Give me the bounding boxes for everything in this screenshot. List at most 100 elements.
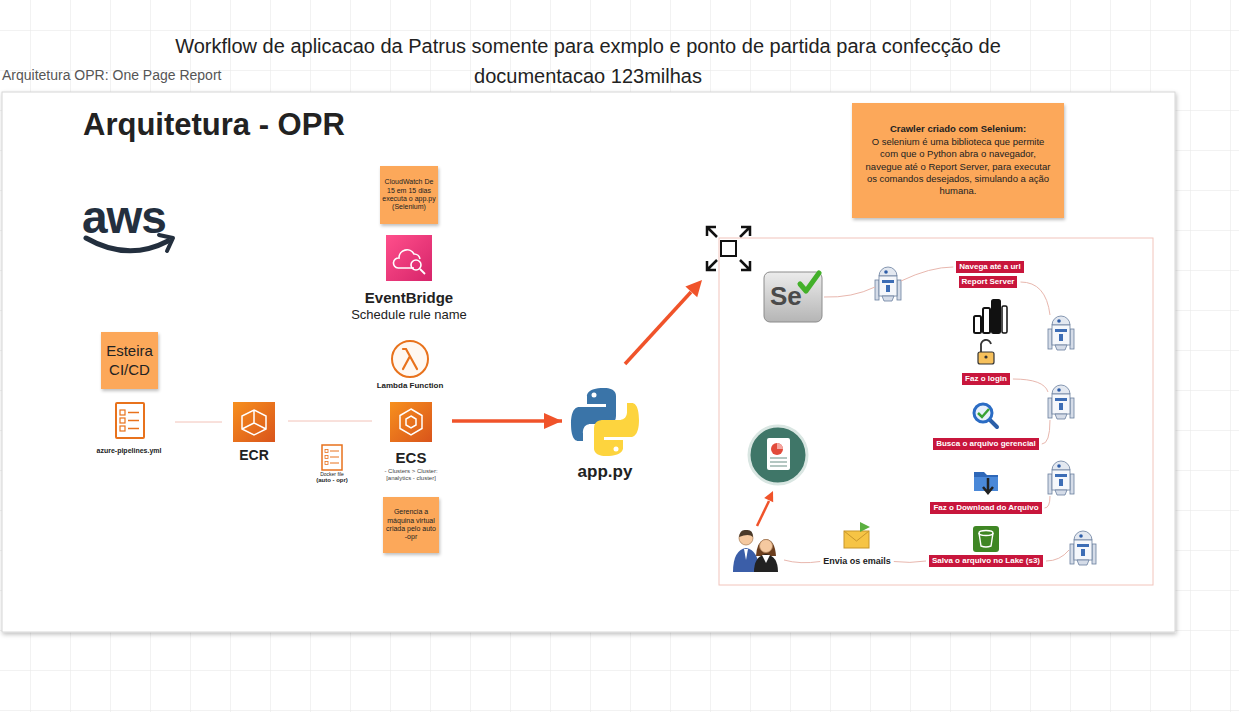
envelope-flap [844, 531, 869, 541]
robot-panel [886, 285, 890, 292]
step-banner: Faz o login [962, 373, 1010, 385]
node-heading: Lambda Function [370, 381, 450, 391]
step-banner: Busca o arquivo gerencial [933, 438, 1039, 450]
service-node: EventBridgeSchedule rule name [336, 233, 482, 324]
service-node: ECS- Clusters > Cluster: [analytics - cl… [376, 400, 446, 483]
expand-arrow [740, 260, 750, 270]
node-body: - Clusters > Cluster: [analytics - clust… [376, 468, 446, 484]
person-hair [756, 539, 776, 556]
robot-foot [882, 296, 894, 301]
sticky-note: CloudWatch De 15 em 15 dias executa o ap… [380, 166, 438, 224]
robot-leg [1070, 329, 1074, 349]
person-collar [762, 555, 770, 563]
robot-icon [1048, 385, 1074, 419]
sticky-note: Crawler criado com Selenium:O selenium é… [852, 103, 1064, 218]
robot-dome [1052, 461, 1070, 470]
node-heading: Faz o login [965, 374, 1007, 384]
powerbi-bar [974, 316, 981, 333]
robot-body [879, 276, 897, 296]
file-icon-line [128, 428, 139, 430]
magnifier-check [978, 409, 989, 417]
step-banner: Faz o Download do Arquivo [930, 502, 1041, 514]
report-pie [771, 443, 783, 455]
s3-icon [973, 526, 999, 552]
s3-bucket [979, 533, 993, 547]
leader-line [824, 287, 875, 297]
robot-leg [897, 280, 901, 300]
robot-foot [1077, 560, 1089, 565]
robot-panel [1055, 398, 1067, 401]
magnifier-symbol [411, 260, 421, 270]
node-heading: app.py [566, 462, 644, 482]
lock-body [978, 352, 994, 364]
person-head [760, 540, 773, 553]
robot-dome [1074, 531, 1092, 540]
report-line [770, 465, 787, 467]
person-hair [739, 530, 753, 537]
robot-icon [1048, 316, 1074, 350]
email-label: Envia os emails [823, 556, 891, 567]
node-body: O selenium é uma biblioteca que permite … [864, 136, 1052, 198]
person-body [754, 554, 778, 572]
robot-foot [1055, 414, 1067, 419]
lock-shackle [981, 340, 991, 352]
robot-icon [1048, 461, 1074, 495]
report-line [770, 461, 787, 463]
python-logo [571, 388, 639, 456]
robot-panel [1059, 479, 1063, 486]
robot-leg [1070, 544, 1074, 564]
robot-foot [1055, 490, 1067, 495]
frame-panel: Arquitetura OPR: One Page ReportEsteira … [2, 92, 1175, 632]
node-heading: Crawler criado com Selenium: [890, 123, 1026, 135]
robot-panel [1059, 403, 1063, 410]
powerbi-bar [983, 308, 990, 333]
leader-line [1046, 550, 1069, 561]
file-node: Docker file(auto - opr) [308, 444, 356, 484]
robot-eye [884, 270, 888, 274]
arrow-head [685, 280, 702, 297]
node-heading: EventBridge [336, 289, 482, 307]
flow-arrow [452, 419, 562, 423]
node-body: Schedule rule name [336, 307, 482, 324]
script-node: app.py [566, 386, 644, 482]
node-heading: ECS [376, 448, 446, 468]
powerbi-bar [992, 300, 1000, 333]
yaml-file-icon [116, 403, 144, 438]
node-heading: Navega até a url [959, 262, 1020, 272]
python-yellow-group [594, 403, 639, 456]
eventbridge-icon [386, 235, 432, 281]
node-heading: Salva o arquivo no Lake (s3) [932, 556, 1040, 566]
robot-panel [1081, 549, 1085, 556]
leader-line [1021, 282, 1051, 315]
robot-eye [1057, 464, 1061, 468]
envelope-icon [844, 531, 869, 548]
file-node: azure-pipelines.yml [89, 401, 169, 454]
sticky-note: Gerencia a máquina virtual criada pelo a… [383, 497, 439, 553]
robot-panel [882, 280, 894, 283]
robot-body [1074, 540, 1092, 560]
node-heading: azure-pipelines.yml [89, 447, 169, 454]
node-heading: Busca o arquivo gerencial [936, 439, 1036, 449]
robot-leg [1048, 398, 1052, 418]
link-line [175, 422, 222, 423]
node-heading: Gerencia a máquina virtual criada pelo a… [385, 508, 437, 542]
magnifier-handle [990, 420, 997, 427]
expand-arrow [707, 260, 717, 270]
expand-arrow [707, 227, 717, 237]
envelope-arrow [860, 522, 870, 532]
file-icon-box [325, 456, 328, 459]
robot-eye [1057, 388, 1061, 392]
lambda-icon [392, 341, 428, 377]
selenium-logo-text: Se [770, 283, 802, 309]
report-line [770, 457, 787, 459]
report-icon [749, 426, 807, 484]
diagram-title: Arquitetura - OPR [83, 107, 345, 143]
node-body: (auto - opr) [308, 477, 356, 484]
ecr-icon [233, 402, 275, 442]
file-icon-line [330, 463, 339, 464]
python-yellow [594, 403, 639, 456]
file-icon-line [330, 451, 339, 452]
file-icon-box [120, 418, 125, 423]
ecs-symbol [400, 409, 422, 435]
